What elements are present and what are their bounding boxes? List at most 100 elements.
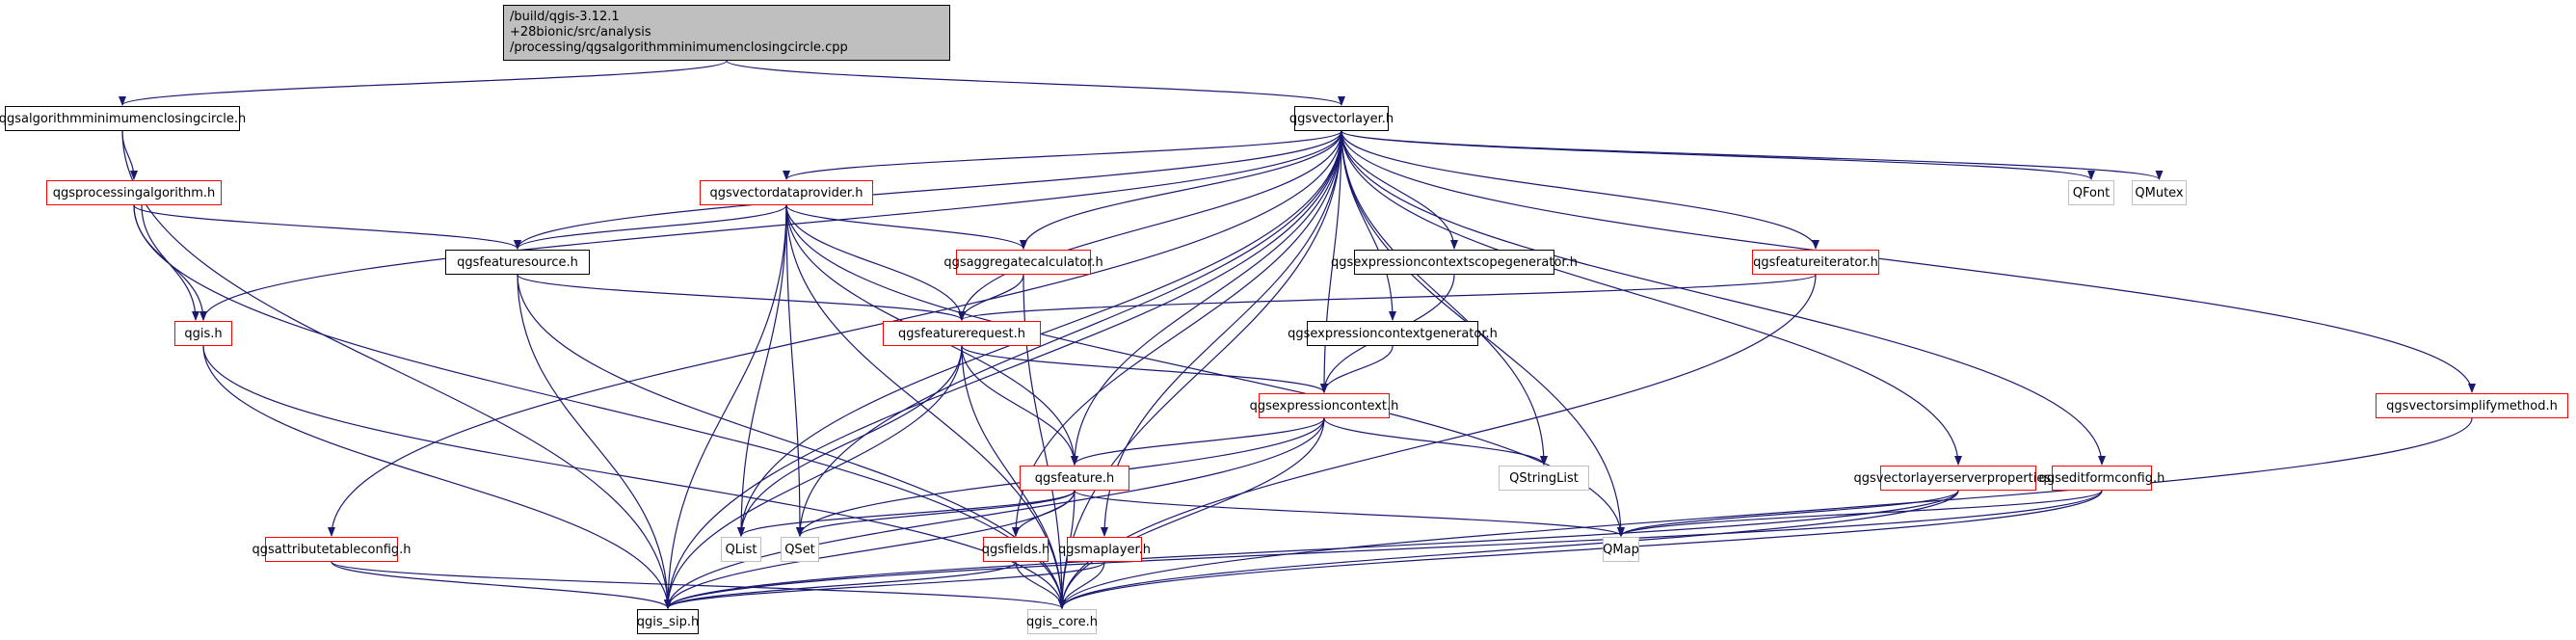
node-label: qgsvectorlayerserverproperties.h xyxy=(1853,470,2063,486)
node-label: qgis_core.h xyxy=(1026,614,1098,629)
node-qgsfeaturerequest-h[interactable]: qgsfeaturerequest.h xyxy=(883,321,1041,346)
node-label: qgis_sip.h xyxy=(636,614,700,629)
node-qgsfeature-h[interactable]: qgsfeature.h xyxy=(1020,466,1129,491)
edge-vl-to-efc xyxy=(1341,130,2106,466)
edge-vl-to-ecsg xyxy=(1341,130,1458,250)
edge-vl-to-vsm xyxy=(1341,130,2476,393)
edge-feat-to-qlist xyxy=(737,490,1076,537)
node-label: qgsexpressioncontextgenerator.h xyxy=(1288,326,1498,341)
node-qfont: QFont xyxy=(2068,180,2114,205)
edge-qgis-to-sip xyxy=(202,345,672,609)
node-label: qgsattributetableconfig.h xyxy=(252,542,412,557)
edge-fields-to-core xyxy=(1015,561,1066,609)
node-qgsmaplayer-h[interactable]: qgsmaplayer.h xyxy=(1058,537,1151,562)
node-qgsfeatureiterator-h[interactable]: qgsfeatureiterator.h xyxy=(1752,250,1879,275)
edge-fi-to-fr xyxy=(958,274,1817,321)
edge-ec-to-qsl xyxy=(1323,417,1548,466)
node-qgsalgorithmminimumenclosingcircle-h[interactable]: qgsalgorithmminimumenclosingcircle.h xyxy=(0,106,246,131)
node-label: QFont xyxy=(2072,185,2111,200)
edge-vl-to-qsl xyxy=(1341,130,1548,466)
node-label: qgsvectordataprovider.h xyxy=(709,185,863,200)
edge-efc-to-qmap xyxy=(1617,490,2103,537)
node-label: QList xyxy=(725,542,757,557)
edge-vl-to-qmap xyxy=(1341,130,1625,537)
node-qgsvectorsimplifymethod-h[interactable]: qgsvectorsimplifymethod.h xyxy=(2376,393,2568,418)
edge-pa-to-fs xyxy=(133,204,521,250)
edge-fr-to-ec xyxy=(961,345,1328,393)
edge-vl-to-ec xyxy=(1320,130,1342,393)
node-label: qgsprocessingalgorithm.h xyxy=(52,185,216,200)
edge-vdp-to-agg xyxy=(785,204,1027,250)
edge-vl-to-atc xyxy=(328,130,1342,537)
node-qgis-core-h: qgis_core.h xyxy=(1026,609,1098,634)
edge-root-to-mec xyxy=(119,60,728,106)
node-qgsaggregatecalculator-h[interactable]: qgsaggregatecalculator.h xyxy=(943,250,1103,275)
edge-vdp-to-qset xyxy=(785,204,804,537)
node-qmap: QMap xyxy=(1603,537,1639,562)
edge-vl-to-vlsp xyxy=(1341,130,1962,466)
edge-mec-to-pa xyxy=(121,130,138,180)
edge-vl-to-fs xyxy=(514,130,1342,250)
edge-vl-to-vdp xyxy=(783,130,1342,180)
node-qgis-h[interactable]: qgis.h xyxy=(174,321,232,346)
node-label: qgsvectorlayer.h xyxy=(1288,111,1394,126)
edge-vl-to-qmutex xyxy=(1341,130,2164,180)
node-qmutex: QMutex xyxy=(2132,180,2187,205)
node-qgsexpressioncontext-h[interactable]: qgsexpressioncontext.h xyxy=(1250,393,1398,418)
node-label: QSet xyxy=(784,542,815,557)
node-qgsfeaturesource-h[interactable]: qgsfeaturesource.h xyxy=(445,250,590,275)
node-label: qgsfields.h xyxy=(981,542,1050,557)
edge-atc-to-sip xyxy=(331,561,672,609)
edge-fr-to-feat xyxy=(961,345,1078,466)
edge-vl-to-fi xyxy=(1341,130,1819,250)
edge-vl-to-agg xyxy=(1020,130,1342,250)
edge-vl-to-feat xyxy=(1071,130,1342,466)
node-qgsvectorlayer-h[interactable]: qgsvectorlayer.h xyxy=(1289,106,1394,131)
node-label: QMutex xyxy=(2135,185,2184,200)
node-qset: QSet xyxy=(781,537,819,562)
node-label: qgsfeaturerequest.h xyxy=(898,326,1025,341)
edge-atc-to-core xyxy=(331,561,1066,609)
edge-vl-to-sip xyxy=(664,130,1342,609)
node-qgsexpressioncontextscopegenerator-h[interactable]: qgsexpressioncontextscopegenerator.h xyxy=(1331,250,1578,275)
node-label: qgsvectorsimplifymethod.h xyxy=(2386,398,2558,413)
node-label: qgsaggregatecalculator.h xyxy=(943,254,1103,270)
node-qgsfields-h[interactable]: qgsfields.h xyxy=(981,537,1050,562)
node-label: qgsexpressioncontext.h xyxy=(1249,398,1399,413)
node-label: qgsfeatureiterator.h xyxy=(1753,254,1878,270)
edge-ml-to-sip xyxy=(664,561,1105,609)
root-file-path-line: /build/qgis-3.12.1 xyxy=(510,10,620,24)
node-label: qgsexpressioncontextscopegenerator.h xyxy=(1331,254,1578,270)
edge-vdp-to-fr xyxy=(785,204,966,321)
edge-qgis-to-core xyxy=(202,345,1066,609)
node-qgsvectorlayerserverproperties-h[interactable]: qgsvectorlayerserverproperties.h xyxy=(1854,466,2063,491)
edge-vlsp-to-qmap xyxy=(1617,490,1959,537)
node-qgsattributetableconfig-h[interactable]: qgsattributetableconfig.h xyxy=(252,537,412,562)
edge-mec-to-sip xyxy=(121,130,672,609)
edge-efc-to-core xyxy=(1058,490,2103,609)
node-label: qgsfeaturesource.h xyxy=(457,254,578,270)
node-qgsvectordataprovider-h[interactable]: qgsvectordataprovider.h xyxy=(700,180,873,205)
edge-fr-to-sip xyxy=(664,345,963,609)
node-label: qgsmaplayer.h xyxy=(1058,542,1151,557)
edge-feat-to-qmap xyxy=(1074,490,1625,537)
edge-fr-to-qlist xyxy=(737,345,963,537)
node-qgseditformconfig-h[interactable]: qgseditformconfig.h xyxy=(2039,466,2164,491)
edge-ml-to-core xyxy=(1058,561,1105,609)
edge-vsm-to-core xyxy=(1058,417,2473,609)
root-file-node[interactable]: /build/qgis-3.12.1 +28bionic/src/analysi… xyxy=(503,5,950,61)
node-qgis-sip-h[interactable]: qgis_sip.h xyxy=(637,609,699,634)
node-label: qgseditformconfig.h xyxy=(2038,470,2165,486)
node-qgsexpressioncontextgenerator-h[interactable]: qgsexpressioncontextgenerator.h xyxy=(1288,321,1498,346)
edge-ec-to-sip xyxy=(664,417,1325,609)
node-qgsprocessingalgorithm-h[interactable]: qgsprocessingalgorithm.h xyxy=(46,180,222,205)
edge-vlsp-to-sip xyxy=(664,490,1959,609)
edge-feat-to-sip xyxy=(664,490,1076,609)
node-qlist: QList xyxy=(721,537,761,562)
edge-vdp-to-qlist xyxy=(737,204,787,537)
node-label: qgsalgorithmminimumenclosingcircle.h xyxy=(0,111,247,126)
edge-fields-to-sip xyxy=(664,561,1017,609)
edge-vl-to-fr xyxy=(958,130,1342,321)
edge-vdp-to-fs xyxy=(514,204,787,250)
node-label: QMap xyxy=(1603,542,1639,557)
